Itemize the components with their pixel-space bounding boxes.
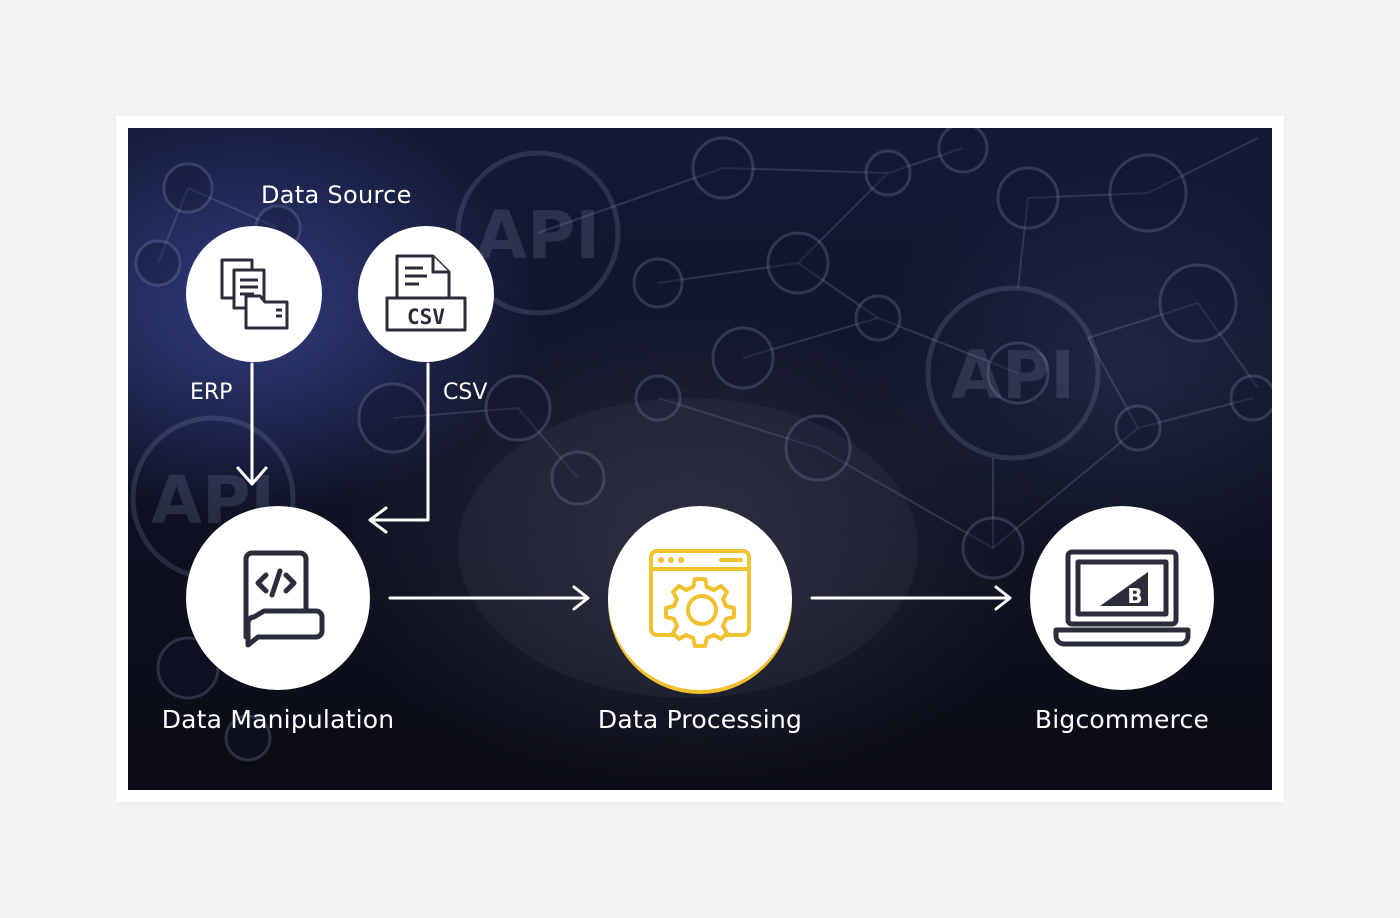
csv-source-node: CSV (358, 226, 494, 362)
svg-text:CSV: CSV (407, 305, 445, 329)
erp-label: ERP (190, 380, 233, 405)
csv-label: CSV (443, 380, 488, 405)
svg-text:API: API (951, 337, 1075, 414)
flow-connectors (236, 362, 1012, 611)
processing-to-bigcommerce-arrowhead (994, 585, 1012, 611)
csv-arrowhead (368, 506, 388, 534)
laptop-bigcommerce-icon: B (1053, 549, 1191, 647)
bigcommerce-label: Bigcommerce (1034, 705, 1210, 734)
diagram-panel: API API API Data Source (128, 128, 1272, 790)
manipulation-to-processing-arrowhead (572, 585, 590, 611)
csv-file-icon: CSV (385, 254, 467, 332)
erp-source-node (186, 226, 322, 362)
csv-connector (370, 362, 430, 522)
data-manipulation-label: Data Manipulation (161, 705, 395, 734)
data-source-title: Data Source (261, 181, 412, 209)
diagram-frame: API API API Data Source (116, 116, 1284, 802)
data-manipulation-node (186, 506, 370, 690)
bigcommerce-logo-mark (1100, 572, 1148, 606)
data-processing-node (608, 506, 792, 690)
erp-documents-icon (220, 258, 289, 330)
svg-text:B: B (1127, 584, 1142, 608)
bigcommerce-node: B (1030, 506, 1214, 690)
erp-arrowhead (236, 466, 268, 486)
svg-text:API: API (476, 197, 600, 274)
data-processing-label: Data Processing (597, 705, 803, 734)
code-document-icon (243, 550, 325, 648)
browser-gear-icon (649, 549, 751, 648)
